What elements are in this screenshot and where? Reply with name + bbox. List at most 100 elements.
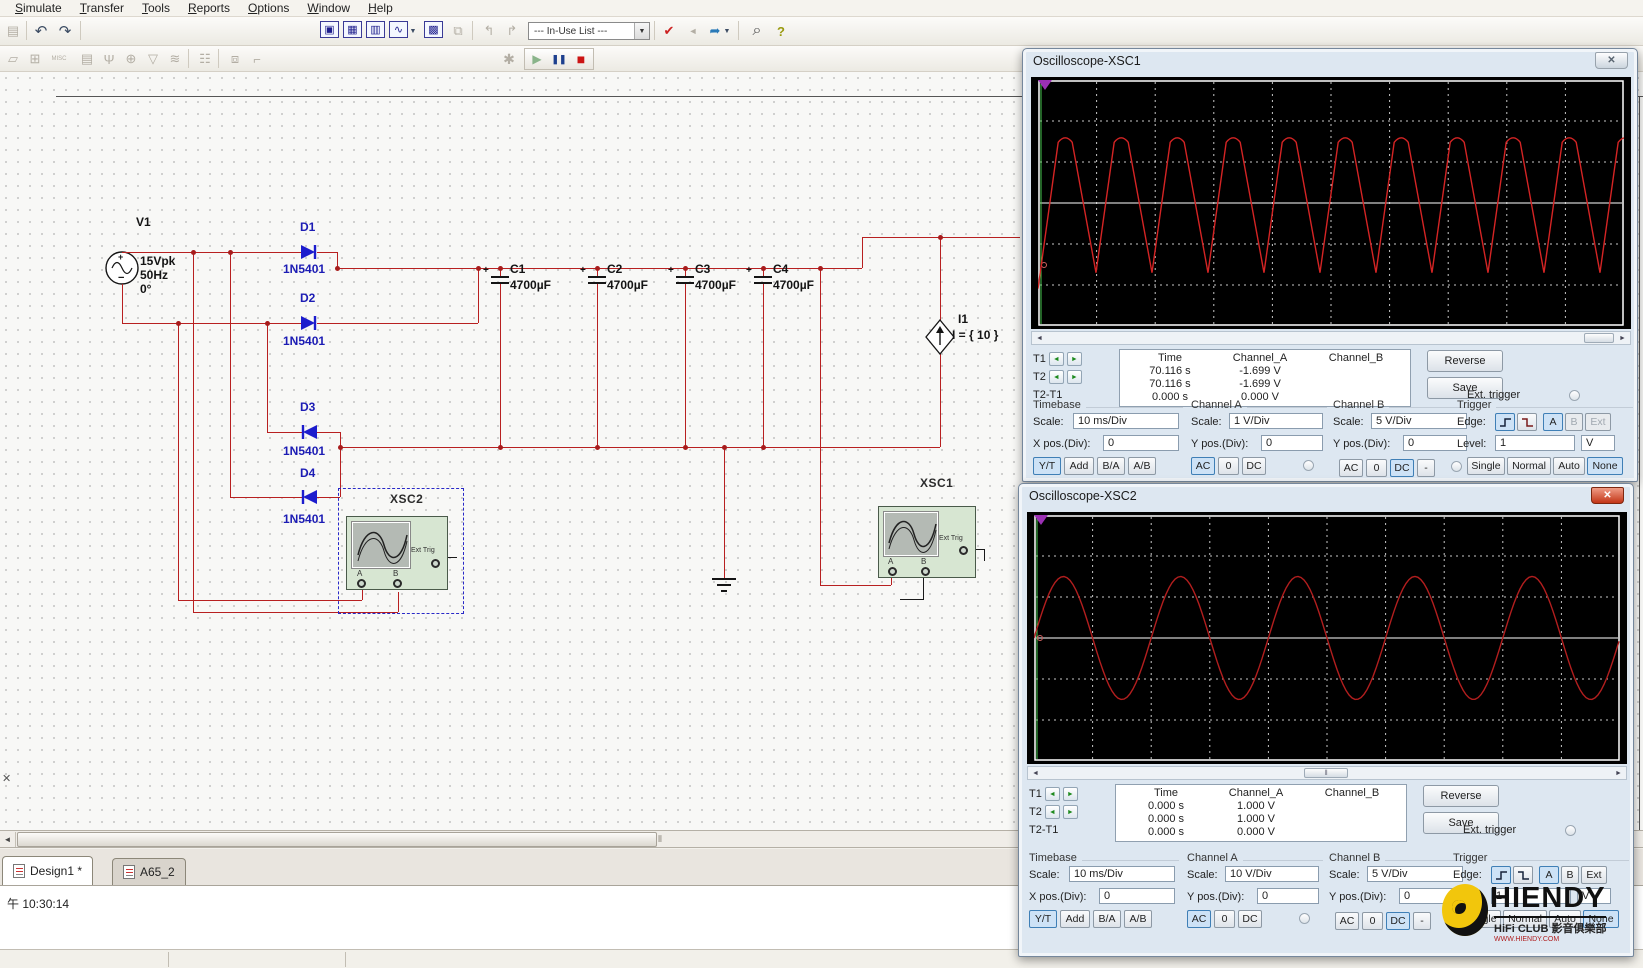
close-icon[interactable]: ✕ <box>1595 52 1628 69</box>
rising-edge-icon[interactable] <box>1495 413 1515 431</box>
xsc2-terminal-a[interactable] <box>357 579 366 588</box>
run-button[interactable]: ▶ <box>528 50 546 68</box>
xpos-field[interactable]: 0 <box>1103 435 1179 451</box>
scroll-left-icon[interactable]: ◄ <box>0 832 16 847</box>
menu-reports[interactable]: Reports <box>179 0 239 16</box>
ab-button[interactable]: A/B <box>1124 910 1152 928</box>
trigger-a-button[interactable]: A <box>1543 413 1563 431</box>
zero-button[interactable]: 0 <box>1362 912 1383 930</box>
ext-trigger-radio[interactable] <box>1565 825 1576 836</box>
scrollbar-thumb[interactable] <box>1584 333 1614 343</box>
wire[interactable] <box>178 323 179 600</box>
back-annotate-icon[interactable]: ↰ <box>478 21 500 41</box>
tab-a65-2[interactable]: A65_2 <box>112 858 186 885</box>
database-icon[interactable]: ▥ <box>366 21 385 38</box>
postprocessor-icon[interactable]: ▩ <box>424 21 443 38</box>
redo-icon[interactable]: ↷ <box>54 21 76 41</box>
wire[interactable] <box>984 549 985 561</box>
wire[interactable] <box>340 447 940 448</box>
ground-symbol[interactable] <box>711 576 737 594</box>
tab-design1[interactable]: Design1 * <box>2 856 93 885</box>
wire[interactable] <box>891 578 892 585</box>
menu-help[interactable]: Help <box>359 0 402 16</box>
scrollbar-thumb[interactable]: ⦀ <box>1304 768 1348 778</box>
falling-edge-icon[interactable] <box>1517 413 1537 431</box>
t1-right-icon[interactable]: ► <box>1067 352 1082 366</box>
dropdown-arrow-icon[interactable]: ▼ <box>634 23 649 39</box>
scrollbar-thumb[interactable] <box>17 832 657 847</box>
place-bus-icon[interactable]: ⌐ <box>246 49 268 69</box>
wire[interactable] <box>122 323 302 324</box>
dc-button[interactable]: DC <box>1390 459 1414 477</box>
place-analog-icon[interactable]: Ψ <box>98 49 120 69</box>
design-toolbox-icon[interactable]: ▣ <box>320 21 339 38</box>
wire[interactable] <box>478 268 479 323</box>
trigger-b-button[interactable]: B <box>1565 413 1583 431</box>
diode-d4[interactable] <box>299 489 319 505</box>
scroll-right-icon[interactable]: ► <box>1615 332 1630 344</box>
place-ttl-icon[interactable]: ⊕ <box>120 49 142 69</box>
forward-annotate-icon[interactable]: ↱ <box>501 21 523 41</box>
auto-button[interactable]: Auto <box>1553 457 1585 475</box>
place-transistor-icon[interactable]: ▤ <box>76 49 98 69</box>
place-mixed-icon[interactable]: ≋ <box>164 49 186 69</box>
pause-button[interactable]: ❚❚ <box>550 50 568 68</box>
wire[interactable] <box>685 284 686 447</box>
close-icon[interactable]: ✕ <box>1591 487 1624 504</box>
diode-d2[interactable] <box>299 315 319 331</box>
channel-b-scale-field[interactable]: 5 V/Div <box>1371 413 1467 429</box>
wire[interactable] <box>820 268 821 585</box>
capacitor-c4[interactable] <box>754 276 772 278</box>
timebase-scale-field[interactable]: 10 ms/Div <box>1069 866 1175 882</box>
grapher-dropdown-icon[interactable]: ▼ <box>408 21 418 41</box>
reverse-button[interactable]: Reverse <box>1427 350 1503 372</box>
wire[interactable] <box>267 323 268 432</box>
t2-left-icon[interactable]: ◄ <box>1045 805 1060 819</box>
stop-button[interactable]: ■ <box>572 50 590 68</box>
xsc2-ext-terminal[interactable] <box>431 559 440 568</box>
none-button[interactable]: None <box>1587 457 1623 475</box>
ac-button[interactable]: AC <box>1191 457 1215 475</box>
wire[interactable] <box>597 284 598 447</box>
dc-button[interactable]: DC <box>1386 912 1410 930</box>
xsc1-terminal-b[interactable] <box>921 567 930 576</box>
zero-button[interactable]: 0 <box>1218 457 1239 475</box>
wire[interactable] <box>267 432 302 433</box>
menu-window[interactable]: Window <box>298 0 359 16</box>
level-field[interactable]: 1 <box>1495 435 1575 451</box>
pane-close-icon[interactable]: ✕ <box>2 772 11 785</box>
yt-button[interactable]: Y/T <box>1033 457 1061 475</box>
place-indicator-icon[interactable]: ☷ <box>194 49 216 69</box>
ac-button[interactable]: AC <box>1187 910 1211 928</box>
trigger-ext-button[interactable]: Ext <box>1585 413 1611 431</box>
ba-button[interactable]: B/A <box>1093 910 1121 928</box>
wire[interactable] <box>923 578 924 600</box>
wire[interactable] <box>178 600 362 601</box>
yt-button[interactable]: Y/T <box>1029 910 1057 928</box>
scroll-right-icon[interactable]: ► <box>1611 767 1626 779</box>
t1-left-icon[interactable]: ◄ <box>1045 787 1060 801</box>
normal-button[interactable]: Normal <box>1507 457 1551 475</box>
t2-left-icon[interactable]: ◄ <box>1049 370 1064 384</box>
wire[interactable] <box>820 585 891 586</box>
t2-right-icon[interactable]: ► <box>1067 370 1082 384</box>
simulate-switch-icon[interactable]: ✱ <box>498 49 520 69</box>
wire[interactable] <box>940 354 941 447</box>
diode-d1[interactable] <box>299 244 319 260</box>
place-misc-icon[interactable]: MISC <box>46 49 72 69</box>
spreadsheet-view-icon[interactable]: ▦ <box>343 21 362 38</box>
capacitor-c2[interactable] <box>588 276 606 278</box>
wire[interactable] <box>317 497 340 498</box>
wire[interactable] <box>862 237 863 268</box>
zero-button[interactable]: 0 <box>1214 910 1235 928</box>
t1-right-icon[interactable]: ► <box>1063 787 1078 801</box>
place-cmos-icon[interactable]: ▽ <box>142 49 164 69</box>
zero-button[interactable]: 0 <box>1366 459 1387 477</box>
wire[interactable] <box>230 497 302 498</box>
ba-button[interactable]: B/A <box>1097 457 1125 475</box>
wire[interactable] <box>230 252 231 497</box>
xpos-field[interactable]: 0 <box>1099 888 1175 904</box>
ac-button[interactable]: AC <box>1335 912 1359 930</box>
menu-transfer[interactable]: Transfer <box>71 0 133 16</box>
ypos-field[interactable]: 0 <box>1261 435 1323 451</box>
